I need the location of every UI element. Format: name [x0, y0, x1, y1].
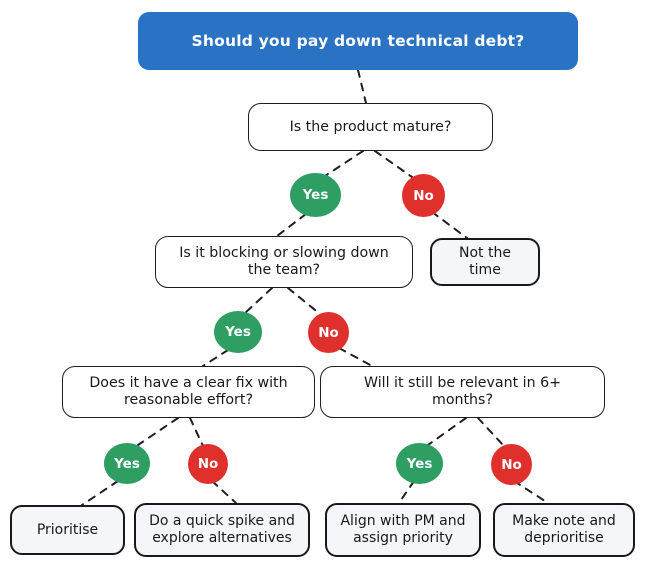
node-t4[interactable]: Align with PM and assign priority	[325, 503, 481, 557]
badge-yes-b5[interactable]: Yes	[104, 443, 150, 484]
node-t4-label: Align with PM and assign priority	[340, 513, 466, 546]
badge-no-b4[interactable]: No	[308, 312, 349, 353]
node-q3[interactable]: Does it have a clear fix with reasonable…	[62, 366, 315, 418]
node-root-label: Should you pay down technical debt?	[191, 31, 525, 50]
badge-yes-b3[interactable]: Yes	[214, 311, 262, 353]
badge-label: No	[501, 456, 522, 473]
badge-label: No	[318, 324, 339, 341]
edge-q1-to-b2	[374, 150, 413, 178]
node-q4-label: Will it still be relevant in 6+ months?	[363, 375, 562, 408]
badge-no-b8[interactable]: No	[491, 444, 532, 485]
node-q4[interactable]: Will it still be relevant in 6+ months?	[320, 366, 605, 418]
edge-q3-to-b5	[137, 417, 179, 446]
badge-no-b2[interactable]: No	[402, 174, 445, 217]
edge-q2-to-b3	[244, 287, 273, 314]
badge-label: Yes	[406, 455, 433, 472]
node-root[interactable]: Should you pay down technical debt?	[138, 12, 578, 70]
edge-q1-to-b1	[324, 150, 364, 177]
node-q2[interactable]: Is it blocking or slowing down the team?	[155, 236, 413, 288]
node-t2[interactable]: Prioritise	[10, 505, 125, 555]
badge-label: No	[413, 187, 434, 204]
edge-root-to-q1	[357, 69, 367, 104]
badge-no-b6[interactable]: No	[188, 444, 228, 484]
node-t5-label: Make note and deprioritise	[512, 513, 616, 546]
node-q3-label: Does it have a clear fix with reasonable…	[89, 375, 288, 408]
node-t3[interactable]: Do a quick spike and explore alternative…	[134, 503, 310, 557]
badge-label: Yes	[225, 324, 251, 340]
edge-b7-to-t4	[398, 480, 415, 504]
edge-b6-to-t3	[211, 480, 237, 504]
node-t1[interactable]: Not the time	[430, 238, 540, 286]
edge-q2-to-b4	[287, 287, 321, 315]
edge-q4-to-b7	[427, 417, 467, 446]
node-q1-label: Is the product mature?	[289, 118, 452, 135]
badge-yes-b7[interactable]: Yes	[396, 443, 443, 484]
node-q2-label: Is it blocking or slowing down the team?	[179, 245, 389, 278]
badge-yes-b1[interactable]: Yes	[290, 173, 341, 217]
badge-label: Yes	[302, 187, 329, 203]
badge-label: No	[197, 456, 219, 472]
edge-b3-to-q3	[202, 349, 229, 367]
edge-b8-to-t5	[513, 480, 549, 504]
node-q1[interactable]: Is the product mature?	[248, 103, 493, 151]
edge-q4-to-b8	[477, 417, 505, 447]
edge-b4-to-q4	[338, 347, 373, 367]
edge-b1-to-q2	[276, 213, 307, 237]
node-t2-label: Prioritise	[36, 521, 99, 538]
edge-b2-to-t1	[431, 211, 468, 239]
edge-b5-to-t2	[81, 480, 119, 506]
node-t3-label: Do a quick spike and explore alternative…	[149, 513, 295, 546]
edge-q3-to-b6	[189, 417, 204, 447]
node-t5[interactable]: Make note and deprioritise	[493, 503, 635, 557]
node-t1-label: Not the time	[459, 245, 511, 278]
badge-label: Yes	[114, 455, 140, 472]
